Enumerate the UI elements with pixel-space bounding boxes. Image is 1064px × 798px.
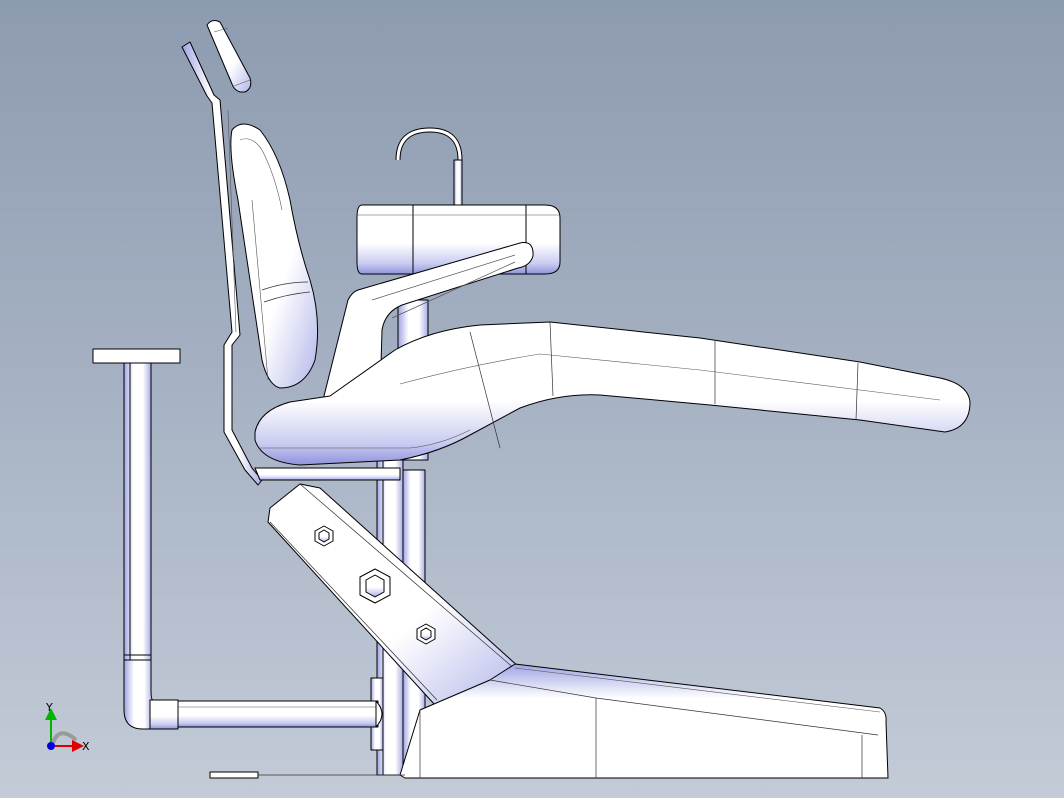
seat-cushion [254, 321, 971, 466]
backrest [230, 123, 319, 389]
base [209, 663, 889, 779]
x-axis-label: X [82, 740, 90, 753]
hex-nut-small-1 [314, 525, 334, 547]
side-post [92, 348, 383, 730]
axis-triad: Y X [45, 701, 90, 753]
headrest-pad [206, 20, 252, 93]
hex-nut-large [359, 568, 391, 604]
y-axis-label: Y [45, 701, 53, 714]
seat-plate [254, 467, 401, 481]
triad-rotation-icon [50, 731, 78, 747]
z-axis-origin [47, 742, 55, 750]
hex-nut-small-2 [416, 623, 436, 645]
lift-arm [267, 483, 521, 706]
